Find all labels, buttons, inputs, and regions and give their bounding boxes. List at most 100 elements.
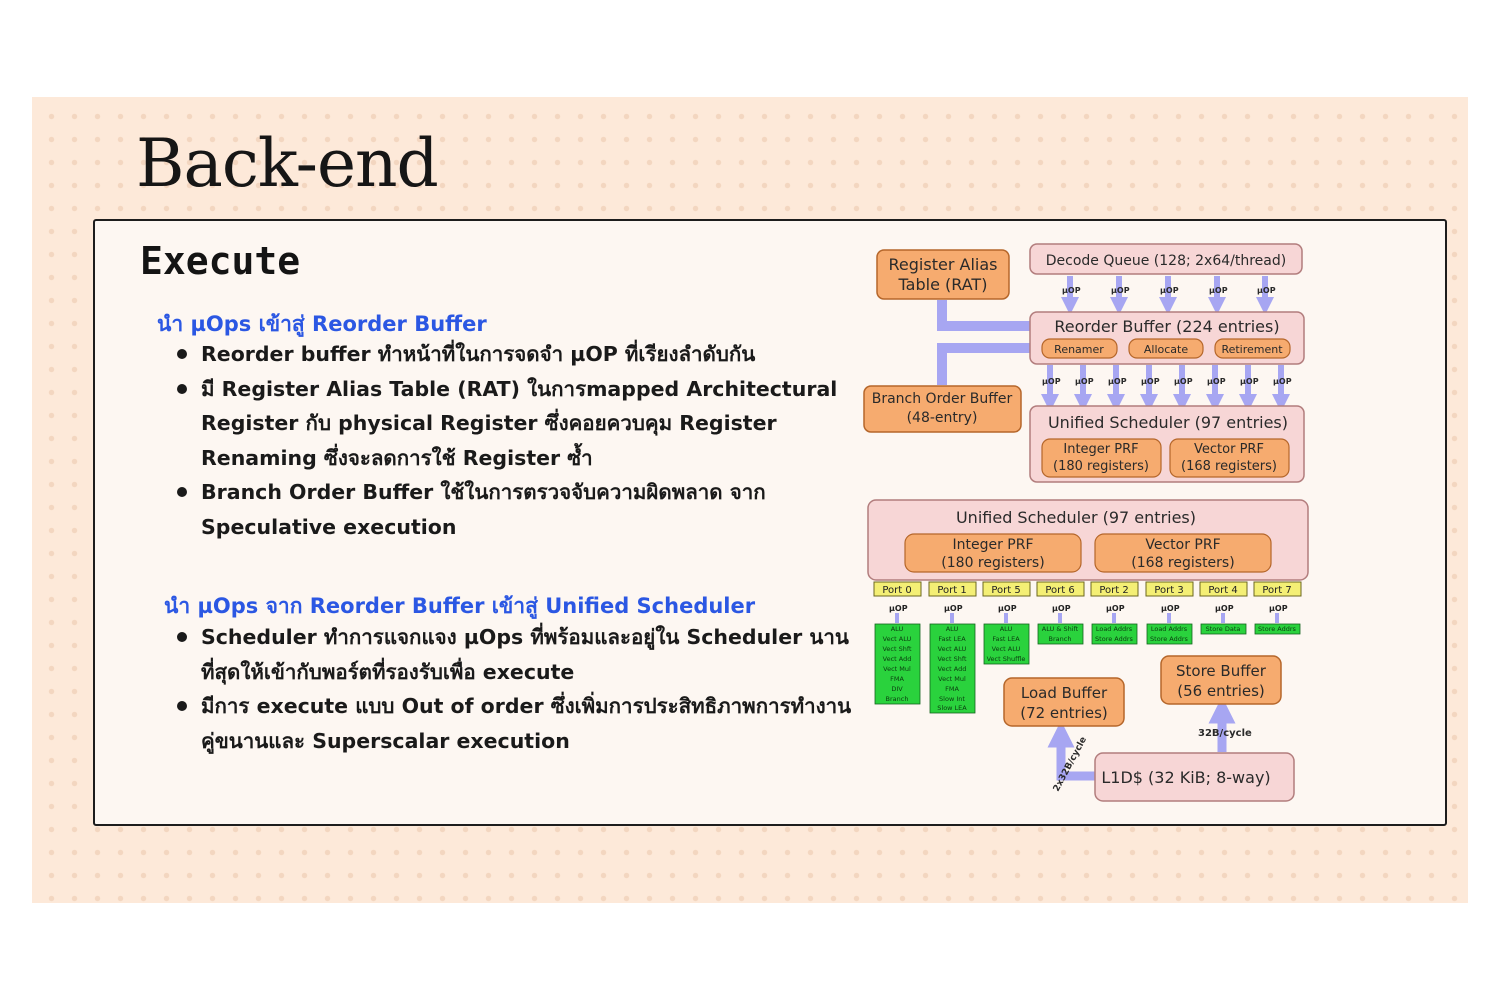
port-7: Port 7 µOP (1253, 581, 1302, 623)
svg-text:µOP: µOP (1215, 604, 1234, 613)
svg-text:Vector PRF: Vector PRF (1194, 442, 1264, 457)
svg-text:Branch: Branch (886, 695, 909, 703)
backend-diagram: µOP µOP µOP µOP µOP µOP µOP µOP µOP µOP … (863, 243, 1309, 802)
register-alias-table-box: Register Alias Table (RAT) (876, 249, 1010, 300)
unit-stack-port-2: Load Addrs Store Addrs (1091, 623, 1138, 645)
svg-text:µOP: µOP (1062, 286, 1081, 295)
svg-text:FMA: FMA (945, 685, 959, 693)
svg-text:µOP: µOP (889, 604, 908, 613)
svg-text:Store Data: Store Data (1206, 625, 1241, 633)
svg-text:Branch Order Buffer: Branch Order Buffer (872, 391, 1013, 407)
svg-text:Port 3: Port 3 (1154, 585, 1183, 596)
svg-text:Integer PRF: Integer PRF (1063, 442, 1138, 457)
unit-stack-port-7: Store Addrs (1254, 623, 1301, 635)
rat-connector (937, 300, 1030, 331)
svg-text:Port 4: Port 4 (1208, 585, 1237, 596)
svg-text:µOP: µOP (1240, 377, 1259, 386)
uop-labels-mid: µOP µOP µOP µOP µOP µOP µOP µOP (1042, 377, 1292, 386)
subheading-unified-scheduler: นำ µOps จาก Reorder Buffer เข้าสู่ Unifi… (164, 594, 756, 618)
svg-text:(180 registers): (180 registers) (1053, 459, 1149, 474)
svg-text:Vect ALU: Vect ALU (938, 645, 967, 653)
branch-order-buffer-box: Branch Order Buffer (48-entry) (863, 385, 1022, 433)
svg-text:Vect Shft: Vect Shft (937, 655, 967, 663)
uop-labels-top: µOP µOP µOP µOP µOP (1062, 286, 1276, 295)
svg-text:Vector PRF: Vector PRF (1145, 537, 1220, 553)
svg-text:Port 2: Port 2 (1099, 585, 1128, 596)
svg-text:Vect Mul: Vect Mul (938, 675, 966, 683)
svg-text:µOP: µOP (1111, 286, 1130, 295)
load-buffer-box: Load Buffer (72 entries) (1003, 677, 1125, 727)
bullet-item: มี Register Alias Table (RAT) ในการmappe… (173, 372, 853, 476)
port-0: Port 0 µOP (873, 581, 922, 623)
bullet-item: Branch Order Buffer ใช้ในการตรวจจับความผ… (173, 475, 853, 544)
reorder-buffer-box: Reorder Buffer (224 entries) Renamer All… (1029, 311, 1305, 365)
svg-text:ALU: ALU (946, 625, 959, 633)
svg-text:Store Addrs: Store Addrs (1150, 635, 1189, 643)
svg-text:Register Alias: Register Alias (889, 255, 998, 274)
bullet-item: Scheduler ทำการแจกแจง µOps ที่พร้อมและอย… (173, 620, 853, 689)
svg-text:µOP: µOP (1075, 377, 1094, 386)
svg-text:Port 0: Port 0 (882, 585, 911, 596)
svg-text:(180 registers): (180 registers) (941, 555, 1044, 571)
svg-text:Port 7: Port 7 (1262, 585, 1291, 596)
svg-text:µOP: µOP (1273, 377, 1292, 386)
svg-text:ALU: ALU (1000, 625, 1013, 633)
bullet-list-scheduler: Scheduler ทำการแจกแจง µOps ที่พร้อมและอย… (173, 620, 853, 758)
svg-text:(56 entries): (56 entries) (1177, 682, 1265, 700)
unified-scheduler-main-box: Unified Scheduler (97 entries) Integer P… (867, 499, 1309, 581)
svg-text:µOP: µOP (944, 604, 963, 613)
svg-text:Unified Scheduler (97 entries): Unified Scheduler (97 entries) (1048, 413, 1288, 432)
svg-text:Allocate: Allocate (1144, 343, 1188, 356)
svg-text:(48-entry): (48-entry) (907, 410, 978, 426)
svg-text:Slow Int: Slow Int (939, 695, 965, 703)
svg-text:Load Addrs: Load Addrs (1096, 625, 1133, 633)
subheading-reorder-buffer: นำ µOps เข้าสู่ Reorder Buffer (157, 312, 487, 336)
svg-text:Vect ALU: Vect ALU (992, 645, 1021, 653)
svg-text:Retirement: Retirement (1221, 343, 1283, 356)
unit-stack-port-4: Store Data (1200, 623, 1247, 635)
svg-text:µOP: µOP (1269, 604, 1288, 613)
svg-text:Renamer: Renamer (1054, 343, 1104, 356)
section-heading: Execute (140, 239, 301, 283)
bullet-item: Reorder buffer ทำหน้าที่ในการจดจำ µOP ที… (173, 337, 853, 372)
svg-text:Vect Mul: Vect Mul (883, 665, 911, 673)
l1d-cache-box: L1D$ (32 KiB; 8-way) (1094, 752, 1295, 802)
svg-text:Fast LEA: Fast LEA (992, 635, 1020, 643)
svg-text:µOP: µOP (1257, 286, 1276, 295)
svg-text:Integer PRF: Integer PRF (952, 537, 1033, 553)
l1d-to-load-arrow (1047, 720, 1097, 781)
bob-connector (937, 343, 1030, 385)
svg-text:µOP: µOP (1141, 377, 1160, 386)
store-bandwidth-label: 32B/cycle (1198, 728, 1252, 739)
functional-units: ALU Vect ALU Vect Shft Vect Add Vect Mul… (874, 623, 1301, 714)
svg-text:Unified Scheduler (97 entries): Unified Scheduler (97 entries) (956, 508, 1196, 527)
svg-text:Vect Shuffle: Vect Shuffle (987, 655, 1026, 663)
svg-text:µOP: µOP (1174, 377, 1193, 386)
decode-to-rob-arrows (1061, 276, 1274, 315)
svg-text:µOP: µOP (1042, 377, 1061, 386)
port-4: Port 4 µOP (1199, 581, 1248, 623)
svg-text:Load Addrs: Load Addrs (1151, 625, 1188, 633)
svg-text:µOP: µOP (1052, 604, 1071, 613)
svg-text:L1D$ (32 KiB; 8-way): L1D$ (32 KiB; 8-way) (1101, 768, 1270, 787)
svg-text:Port 5: Port 5 (991, 585, 1020, 596)
store-buffer-box: Store Buffer (56 entries) (1160, 655, 1282, 705)
svg-text:FMA: FMA (890, 675, 904, 683)
svg-text:Fast LEA: Fast LEA (938, 635, 966, 643)
svg-text:µOP: µOP (1106, 604, 1125, 613)
svg-text:µOP: µOP (1161, 604, 1180, 613)
svg-text:Store Addrs: Store Addrs (1095, 635, 1134, 643)
unit-stack-port-6: ALU & Shift Branch (1037, 623, 1084, 645)
decode-queue-box: Decode Queue (128; 2x64/thread) (1029, 243, 1303, 275)
unit-stack-port-0: ALU Vect ALU Vect Shft Vect Add Vect Mul… (874, 623, 921, 705)
svg-text:Vect ALU: Vect ALU (883, 635, 912, 643)
svg-text:Table (RAT): Table (RAT) (898, 275, 988, 294)
port-3: Port 3 µOP (1145, 581, 1194, 623)
port-2: Port 2 µOP (1090, 581, 1139, 623)
svg-text:ALU & Shift: ALU & Shift (1042, 625, 1079, 633)
svg-text:ALU: ALU (891, 625, 904, 633)
svg-text:Vect Add: Vect Add (938, 665, 967, 673)
